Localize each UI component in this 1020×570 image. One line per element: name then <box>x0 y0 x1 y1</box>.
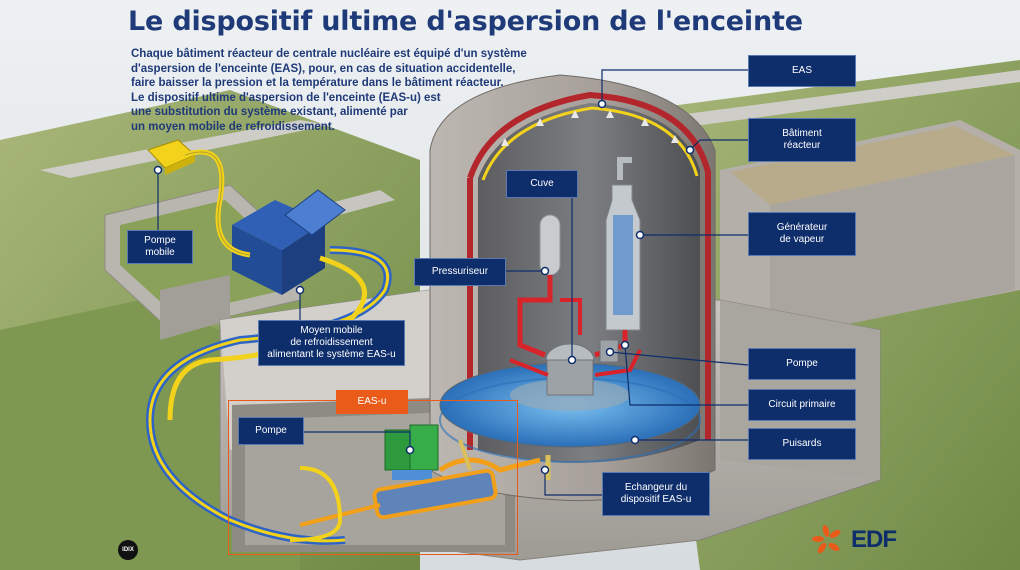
label-puisards: Puisards <box>748 428 856 460</box>
label-pompe-mobile: Pompe mobile <box>127 230 193 264</box>
label-text: Puisards <box>782 438 822 449</box>
label-cuve: Cuve <box>506 170 578 198</box>
label-eas-u: EAS-u <box>336 390 408 414</box>
intro-text: Chaque bâtiment réacteur de centrale nuc… <box>131 47 551 135</box>
label-text: réacteur <box>783 140 821 151</box>
intro-line: faire baisser la pression et la températ… <box>131 77 504 90</box>
label-text: Pressuriseur <box>431 266 489 277</box>
label-text: EAS-u <box>357 396 387 407</box>
label-text: mobile <box>145 247 175 258</box>
label-pressuriseur: Pressuriseur <box>414 258 506 286</box>
idix-badge: IDIX <box>118 540 138 560</box>
label-text: Moyen mobile <box>300 325 363 336</box>
label-text: dispositif EAS-u <box>620 494 692 505</box>
label-eas: EAS <box>748 55 856 87</box>
edf-logo: EDF <box>812 525 897 555</box>
label-pompe-right: Pompe <box>748 348 856 380</box>
label-moyen-mobile: Moyen mobile de refroidissement alimenta… <box>258 320 405 366</box>
edf-flower-icon <box>812 525 841 554</box>
intro-line: une substitution du système existant, al… <box>131 106 408 119</box>
label-text: Pompe <box>144 235 176 246</box>
label-text: de refroidissement <box>290 337 373 348</box>
edf-logo-text: EDF <box>851 526 897 553</box>
label-text: Pompe <box>255 425 287 436</box>
label-text: Circuit primaire <box>768 399 836 410</box>
label-text: de vapeur <box>779 234 825 245</box>
label-circuit-primaire: Circuit primaire <box>748 389 856 421</box>
intro-line: Le dispositif ultime d'aspersion de l'en… <box>131 91 441 104</box>
intro-line: d'aspersion de l'enceinte (EAS), pour, e… <box>131 62 516 75</box>
label-text: Générateur <box>776 222 828 233</box>
label-batiment-reacteur: Bâtiment réacteur <box>748 118 856 162</box>
label-generateur-vapeur: Générateur de vapeur <box>748 212 856 256</box>
label-echangeur: Echangeur du dispositif EAS-u <box>602 472 710 516</box>
intro-line: un moyen mobile de refroidissement. <box>131 120 335 133</box>
page-title: Le dispositif ultime d'aspersion de l'en… <box>128 6 803 37</box>
label-text: Cuve <box>530 178 554 189</box>
label-text: EAS <box>791 65 812 76</box>
intro-line: Chaque bâtiment réacteur de centrale nuc… <box>131 48 527 60</box>
label-pompe-left: Pompe <box>238 417 304 445</box>
label-text: alimentant le système EAS-u <box>267 349 396 360</box>
label-text: Pompe <box>786 358 818 369</box>
label-text: Bâtiment <box>782 128 822 139</box>
label-text: Echangeur du <box>624 482 688 493</box>
